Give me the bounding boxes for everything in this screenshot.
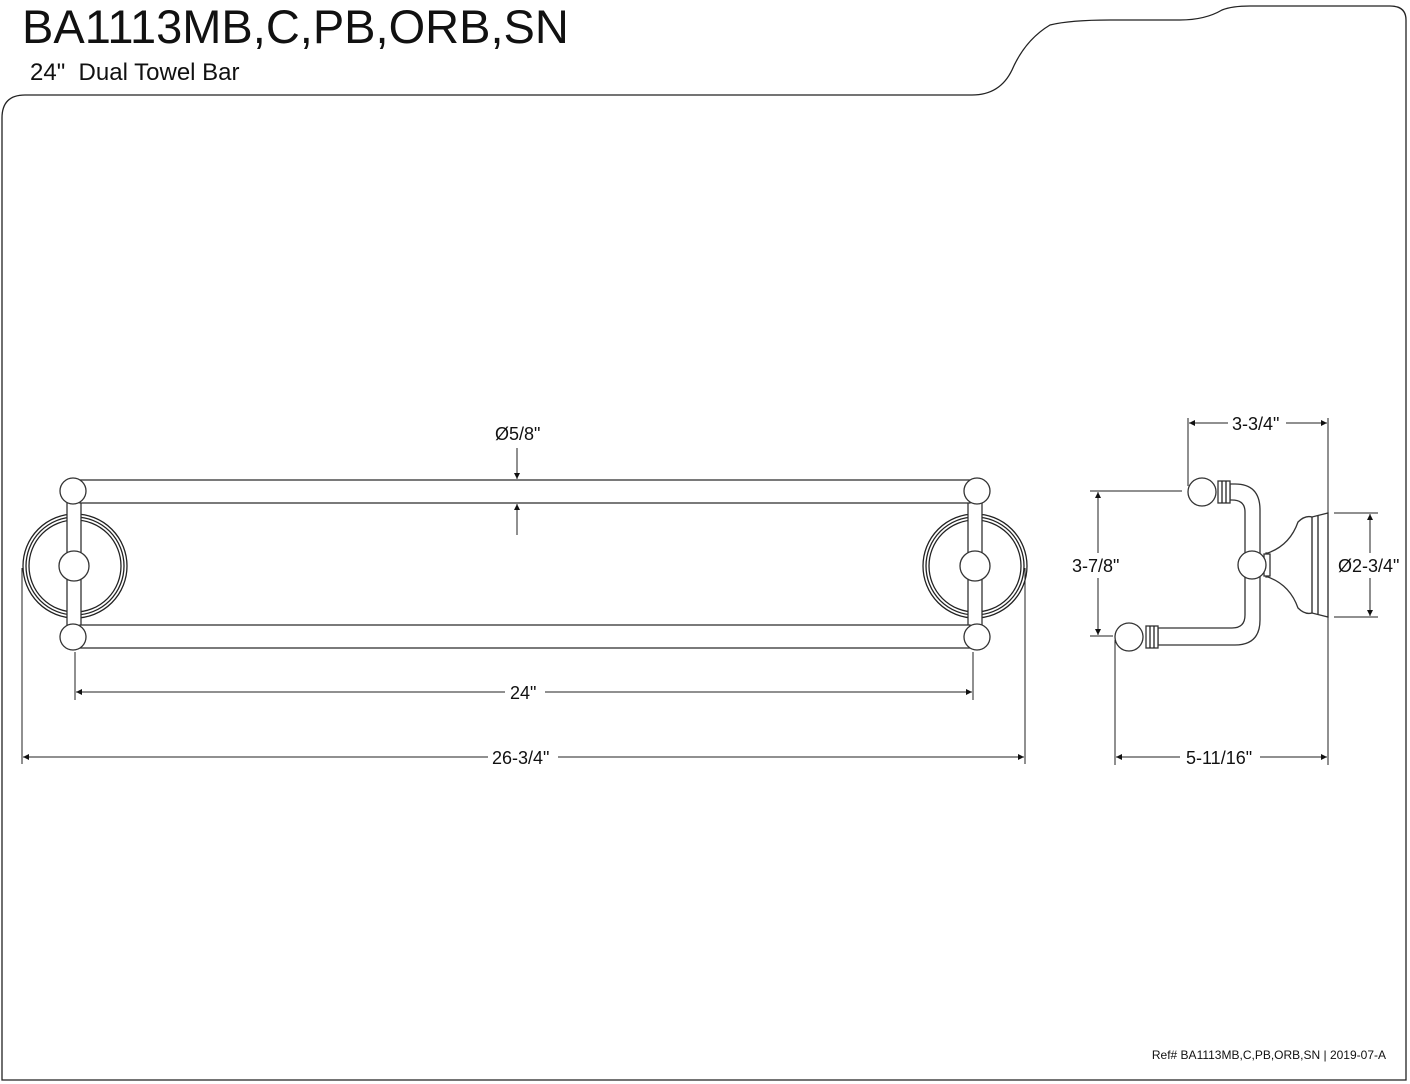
flange-diameter-label: Ø2-3/4" bbox=[1338, 556, 1399, 576]
post-ball bbox=[959, 550, 991, 582]
side-view bbox=[1114, 477, 1329, 652]
overall-projection-dimension: 5-11/16" bbox=[1114, 640, 1327, 768]
bar-diameter-dimension: Ø5/8" bbox=[495, 424, 540, 535]
sheet-frame bbox=[1, 5, 1407, 1081]
front-view bbox=[22, 477, 1028, 651]
top-bar bbox=[79, 479, 971, 504]
top-projection-dimension: 3-3/4" bbox=[1187, 414, 1327, 486]
bar-length-dimension: 24" bbox=[74, 652, 974, 703]
mounting-flange bbox=[1265, 512, 1329, 618]
end-ball bbox=[59, 623, 87, 651]
top-projection-label: 3-3/4" bbox=[1232, 414, 1279, 434]
bar-spacing-label: 3-7/8" bbox=[1072, 556, 1119, 576]
overall-length-label: 26-3/4" bbox=[492, 748, 549, 768]
reference-footer: Ref# BA1113MB,C,PB,ORB,SN | 2019-07-A bbox=[1152, 1048, 1386, 1062]
flange-diameter-dimension: Ø2-3/4" bbox=[1334, 512, 1399, 618]
end-ball bbox=[1114, 622, 1144, 652]
model-title: BA1113MB,C,PB,ORB,SN bbox=[22, 0, 569, 53]
bar-spacing-dimension: 3-7/8" bbox=[1072, 490, 1182, 637]
end-ball bbox=[963, 623, 991, 651]
end-ball bbox=[1187, 477, 1217, 507]
collar bbox=[1145, 625, 1159, 649]
bar-diameter-label: Ø5/8" bbox=[495, 424, 540, 444]
post-ball bbox=[1237, 550, 1267, 580]
end-ball bbox=[963, 477, 991, 505]
overall-length-dimension: 26-3/4" bbox=[21, 568, 1026, 768]
end-ball bbox=[59, 477, 87, 505]
product-description: 24" Dual Towel Bar bbox=[30, 59, 240, 86]
bottom-bar bbox=[79, 624, 971, 649]
post-ball bbox=[58, 550, 90, 582]
collar bbox=[1217, 480, 1231, 504]
overall-projection-label: 5-11/16" bbox=[1186, 748, 1252, 768]
bar-length-label: 24" bbox=[510, 683, 536, 703]
